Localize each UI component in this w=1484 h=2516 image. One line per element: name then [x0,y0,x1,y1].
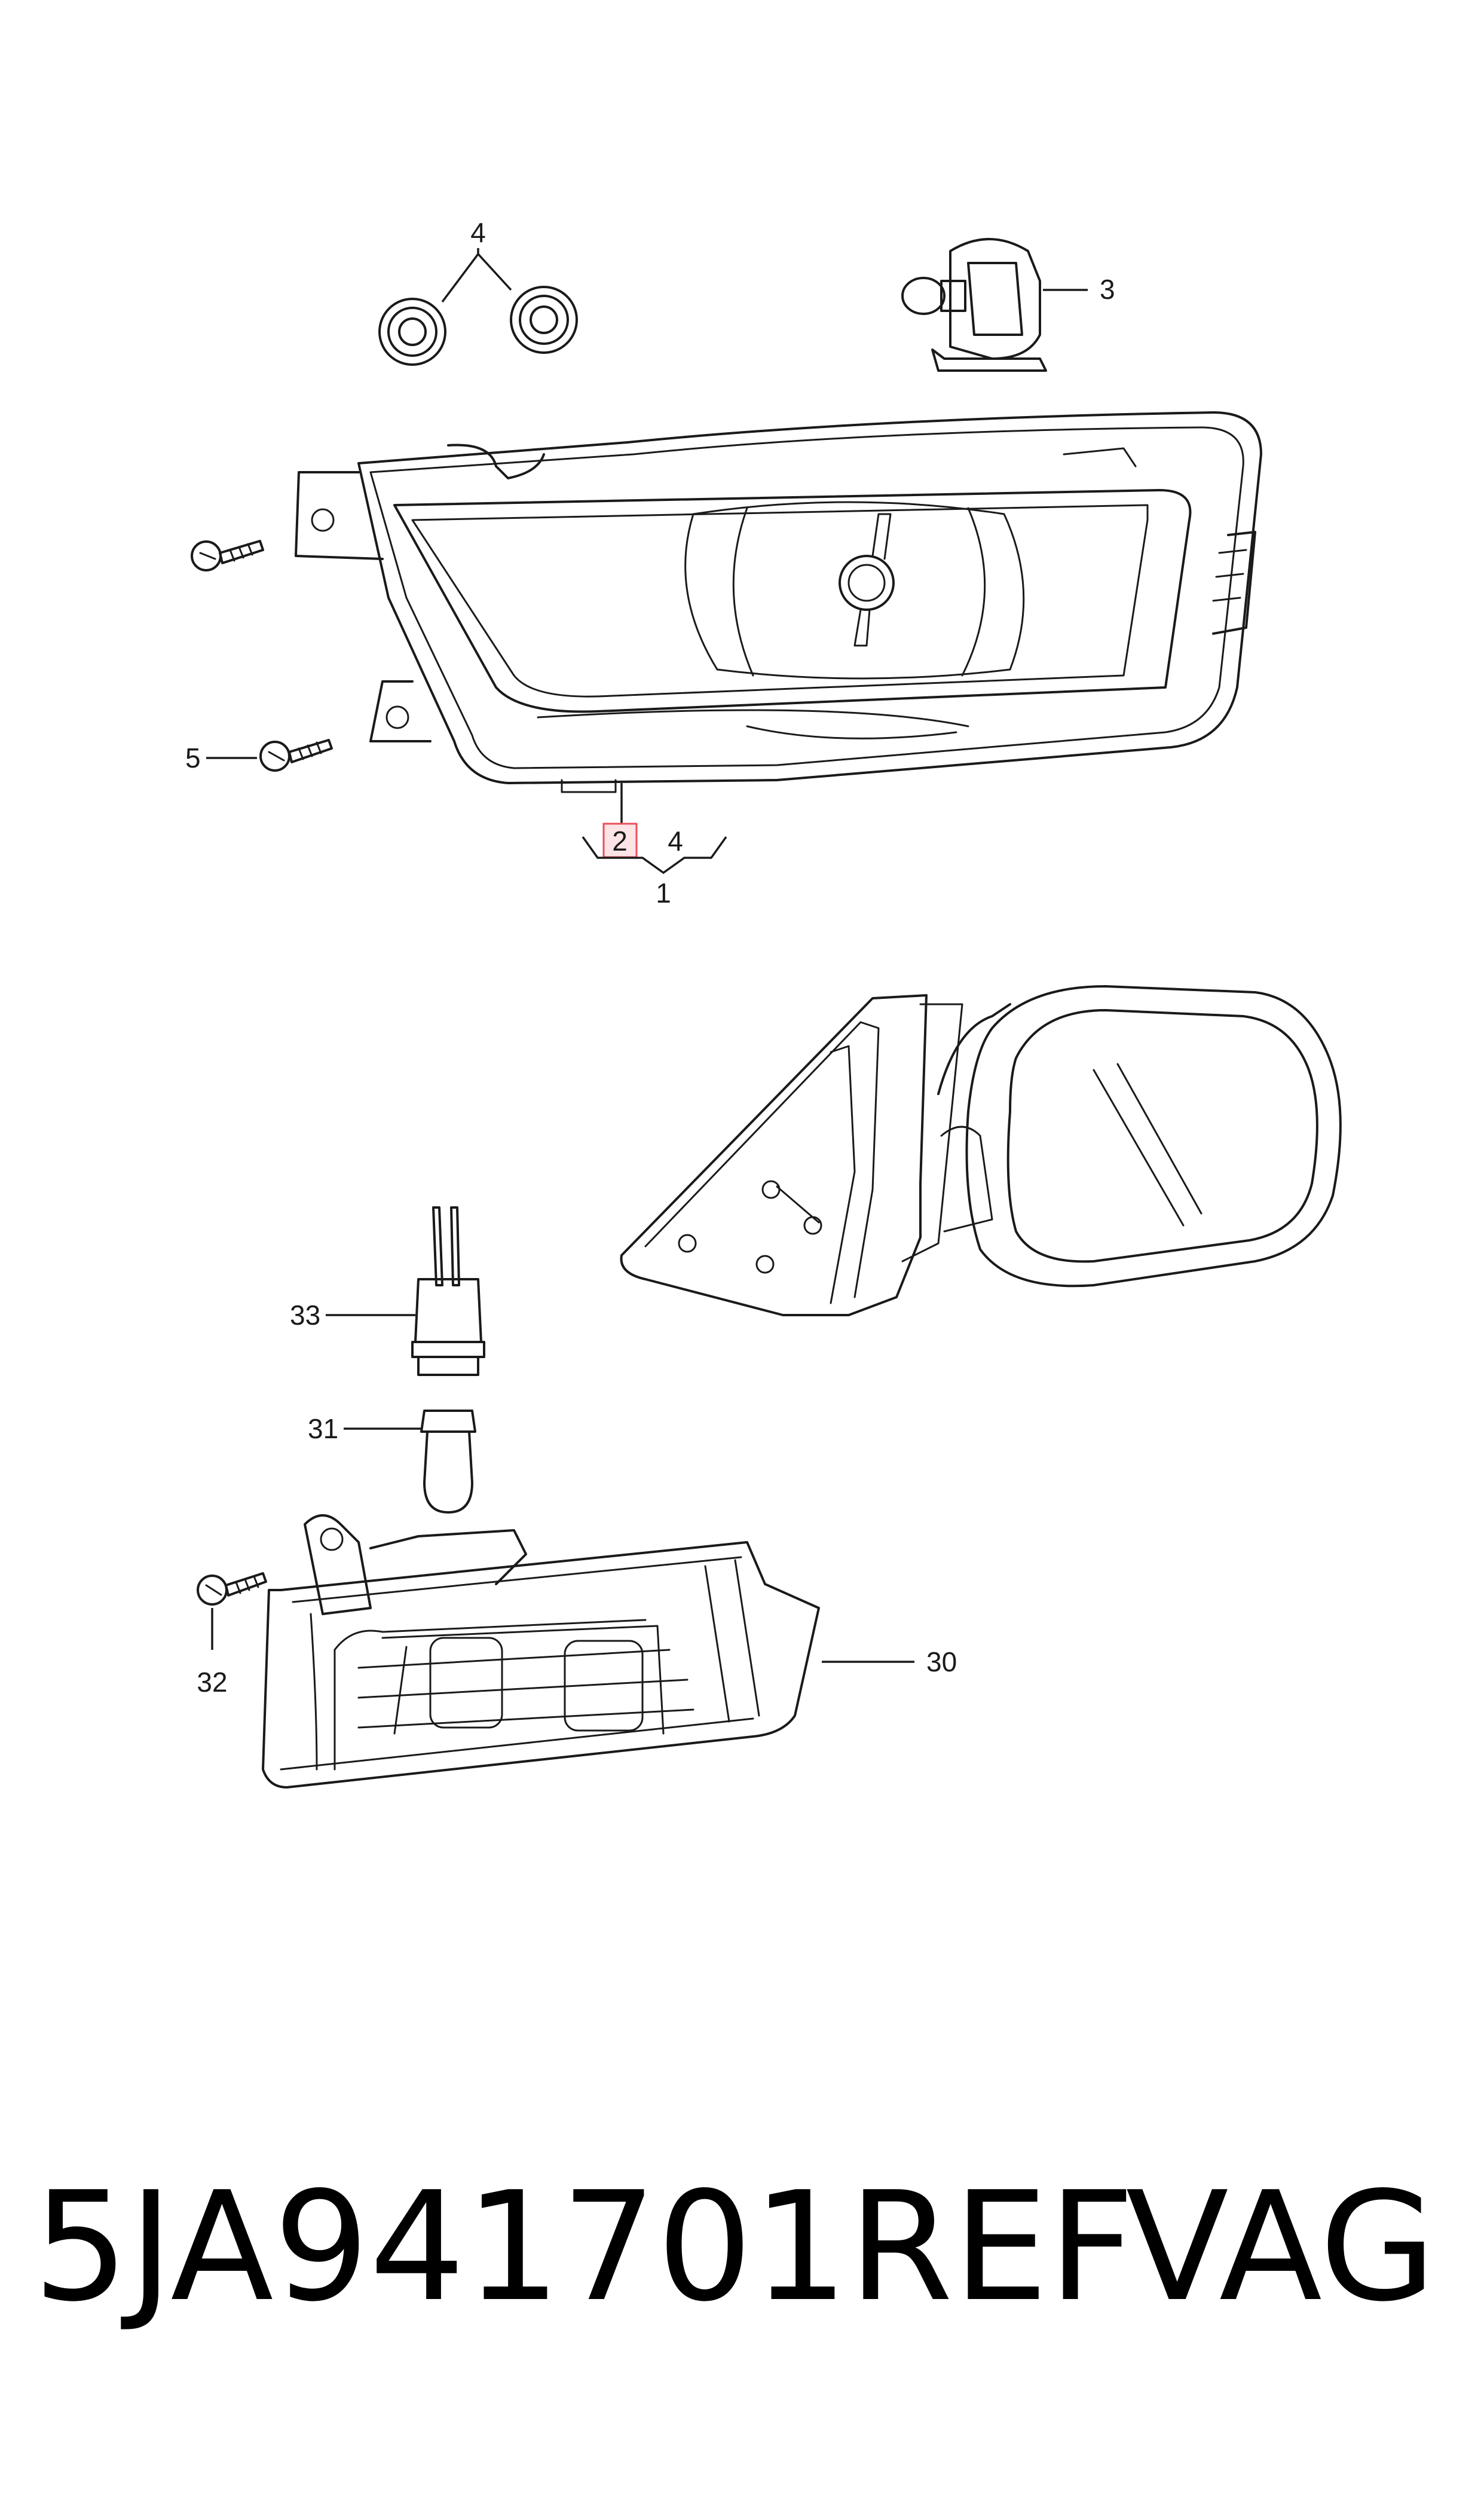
callout-fog-lamp-assembly[interactable]: 1 [656,878,671,909]
callout-bulb-socket[interactable]: 33 [290,1300,320,1331]
part-number: 5JA941701REF [33,2160,1135,2335]
turn-signal-lamp[interactable] [262,1514,820,1789]
callout-bulb[interactable]: 3 [1100,274,1115,305]
brand-name: VAG [1125,2160,1436,2335]
callout-grommets[interactable]: 4 [470,217,486,248]
grommet-callout [441,248,512,303]
screw-signal[interactable] [197,1572,267,1606]
signal-bulb[interactable] [420,1410,476,1514]
bulb-socket[interactable] [411,1206,485,1376]
screw-lower[interactable] [259,739,333,772]
highlight-box-housing [602,823,638,858]
callout-grommet-bracket[interactable]: 4 [668,826,683,857]
callout-bracket [582,836,727,875]
screw-upper[interactable] [191,540,264,571]
fog-lamp-assembly[interactable] [295,411,1262,793]
callout-turn-signal[interactable]: 30 [926,1646,957,1677]
callout-screw-lower[interactable]: 5 [185,742,201,774]
callout-screw-signal[interactable]: 32 [197,1667,227,1698]
grommet-left[interactable] [378,298,446,366]
bulb-h11[interactable] [901,238,1047,372]
callout-housing[interactable]: 2 [612,826,628,857]
grommet-right[interactable] [510,286,578,354]
callout-signal-bulb[interactable]: 31 [308,1413,338,1444]
side-mirror[interactable] [620,985,1342,1316]
